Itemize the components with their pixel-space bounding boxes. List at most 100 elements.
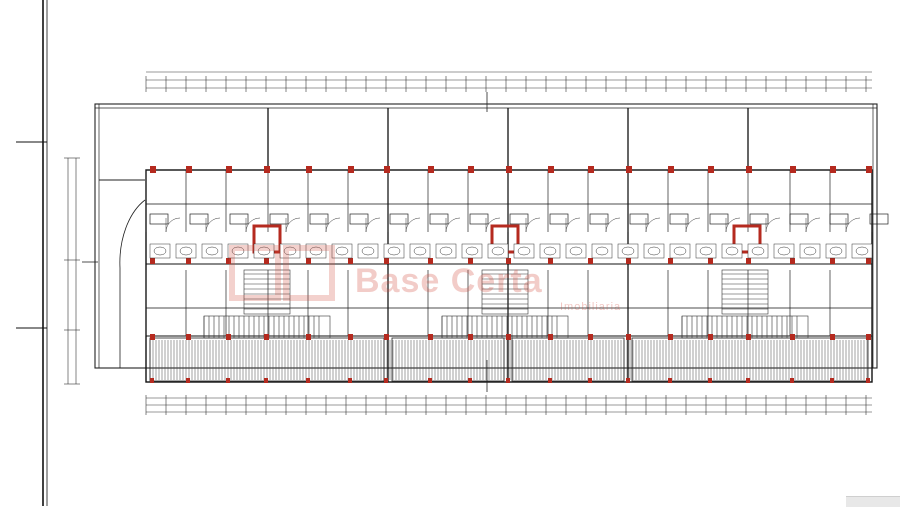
column bbox=[626, 166, 632, 173]
wardrobe bbox=[509, 213, 529, 225]
washbasin bbox=[439, 246, 453, 256]
washbasin bbox=[647, 246, 661, 256]
wardrobe bbox=[669, 213, 689, 225]
wardrobe bbox=[869, 213, 889, 225]
column bbox=[548, 166, 554, 173]
washbasin bbox=[543, 246, 557, 256]
structural-columns bbox=[150, 166, 872, 383]
column bbox=[866, 378, 870, 383]
column bbox=[668, 258, 673, 264]
sheet-frame bbox=[16, 0, 48, 506]
column bbox=[306, 166, 312, 173]
footer-strip bbox=[846, 496, 900, 507]
column bbox=[668, 378, 672, 383]
column bbox=[790, 258, 795, 264]
section-axis bbox=[82, 92, 488, 392]
column bbox=[468, 378, 472, 383]
column bbox=[830, 258, 835, 264]
door-swings bbox=[165, 217, 861, 233]
washbasin bbox=[725, 246, 739, 256]
washbasin bbox=[205, 246, 219, 256]
washbasin bbox=[153, 246, 167, 256]
wardrobe bbox=[309, 213, 329, 225]
column bbox=[428, 378, 432, 383]
washbasin bbox=[803, 246, 817, 256]
washbasin bbox=[569, 246, 583, 256]
wardrobe bbox=[629, 213, 649, 225]
column bbox=[626, 258, 631, 264]
column bbox=[588, 378, 592, 383]
washbasin bbox=[517, 246, 531, 256]
column bbox=[708, 258, 713, 264]
column bbox=[226, 166, 232, 173]
wardrobe bbox=[189, 213, 209, 225]
wardrobe bbox=[389, 213, 409, 225]
column bbox=[548, 334, 553, 340]
washbasin bbox=[777, 246, 791, 256]
bathroom-fixtures bbox=[149, 243, 873, 259]
column bbox=[264, 334, 269, 340]
column bbox=[226, 378, 230, 383]
column bbox=[348, 334, 353, 340]
wardrobe bbox=[469, 213, 489, 225]
washbasin bbox=[257, 246, 271, 256]
column bbox=[150, 166, 156, 173]
watermark-logo-mark bbox=[229, 245, 335, 301]
column bbox=[428, 166, 434, 173]
stair-landing bbox=[681, 315, 809, 339]
column bbox=[264, 258, 269, 264]
wardrobe bbox=[789, 213, 809, 225]
column bbox=[264, 166, 270, 173]
column bbox=[746, 378, 750, 383]
column bbox=[830, 378, 834, 383]
column bbox=[708, 166, 714, 173]
wardrobe bbox=[549, 213, 569, 225]
column bbox=[506, 378, 510, 383]
watermark-brand: Base Certa bbox=[355, 262, 543, 300]
washbasin bbox=[855, 246, 869, 256]
column bbox=[348, 258, 353, 264]
column bbox=[588, 258, 593, 264]
column bbox=[468, 334, 473, 340]
column bbox=[186, 334, 191, 340]
wardrobe bbox=[269, 213, 289, 225]
column bbox=[384, 166, 390, 173]
washbasin bbox=[413, 246, 427, 256]
column bbox=[866, 258, 871, 264]
column bbox=[790, 334, 795, 340]
column bbox=[348, 378, 352, 383]
column bbox=[708, 334, 713, 340]
stair-core bbox=[721, 269, 769, 315]
column bbox=[264, 378, 268, 383]
stair-core bbox=[481, 269, 529, 315]
column bbox=[548, 258, 553, 264]
column bbox=[468, 166, 474, 173]
column bbox=[708, 378, 712, 383]
washbasin bbox=[595, 246, 609, 256]
column bbox=[790, 166, 796, 173]
wardrobe bbox=[749, 213, 769, 225]
wardrobe bbox=[349, 213, 369, 225]
wardrobe bbox=[589, 213, 609, 225]
column bbox=[506, 166, 512, 173]
washbasin bbox=[309, 246, 323, 256]
washbasin bbox=[621, 246, 635, 256]
column bbox=[428, 334, 433, 340]
washbasin bbox=[179, 246, 193, 256]
column bbox=[548, 378, 552, 383]
column bbox=[790, 378, 794, 383]
wardrobe bbox=[709, 213, 729, 225]
column bbox=[384, 334, 389, 340]
top-dimension-lines bbox=[145, 71, 872, 92]
column bbox=[226, 258, 231, 264]
washbasin bbox=[491, 246, 505, 256]
column bbox=[668, 166, 674, 173]
wardrobe bbox=[829, 213, 849, 225]
column bbox=[746, 258, 751, 264]
stair-core bbox=[243, 269, 291, 315]
room-partitions bbox=[145, 170, 889, 336]
column bbox=[746, 334, 751, 340]
washbasin bbox=[387, 246, 401, 256]
washbasin bbox=[231, 246, 245, 256]
